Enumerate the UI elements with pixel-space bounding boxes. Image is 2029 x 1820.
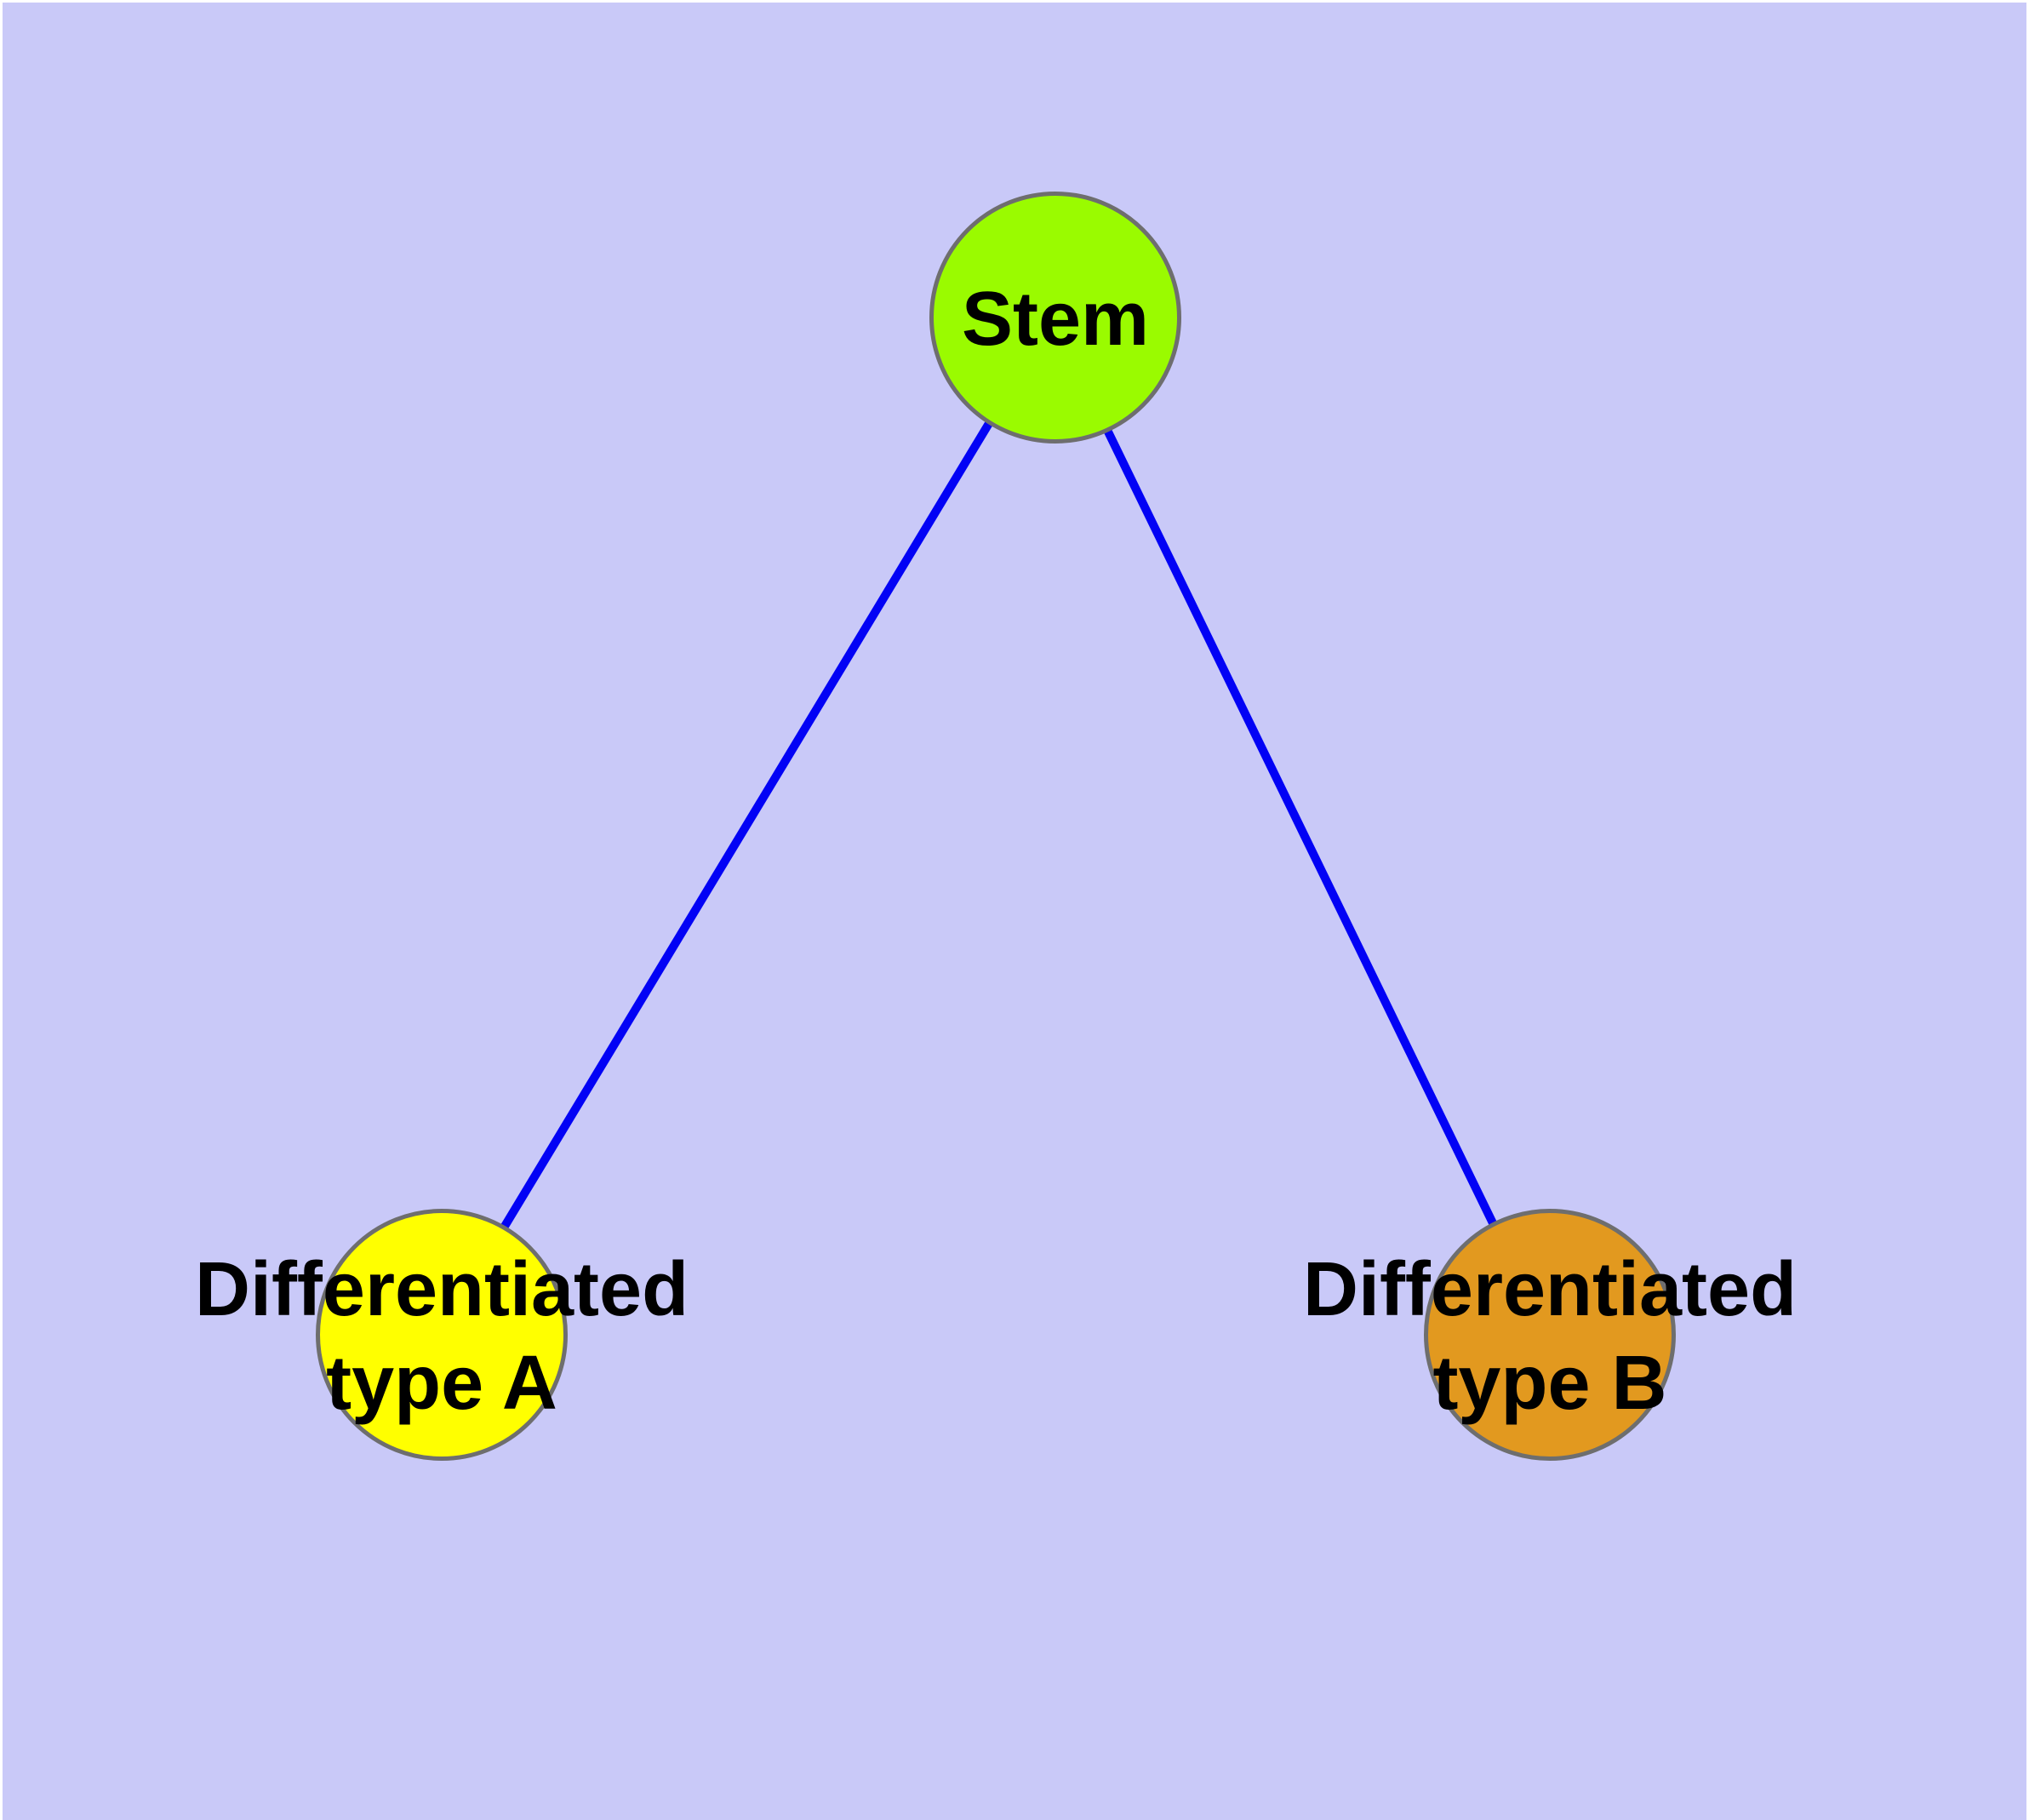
node-type-b-label-line2: type B <box>1432 1341 1667 1426</box>
node-type-b-label-line1: Differentiated <box>1302 1247 1798 1332</box>
edge-stem-to-type-a <box>437 315 1057 1335</box>
node-stem <box>929 192 1181 444</box>
node-differentiated-type-b <box>1424 1209 1676 1461</box>
edge-stem-to-type-b <box>1049 316 1550 1335</box>
node-type-a-label-line1: Differentiated <box>194 1247 689 1332</box>
node-differentiated-type-a <box>316 1209 568 1461</box>
node-type-b-label: Differentiated type B <box>1303 1243 1797 1430</box>
node-type-a-label: Differentiated type A <box>195 1243 689 1430</box>
edge-layer <box>437 315 1550 1335</box>
node-stem-label: Stem <box>961 277 1150 362</box>
node-type-a-label-line2: type A <box>326 1341 557 1426</box>
